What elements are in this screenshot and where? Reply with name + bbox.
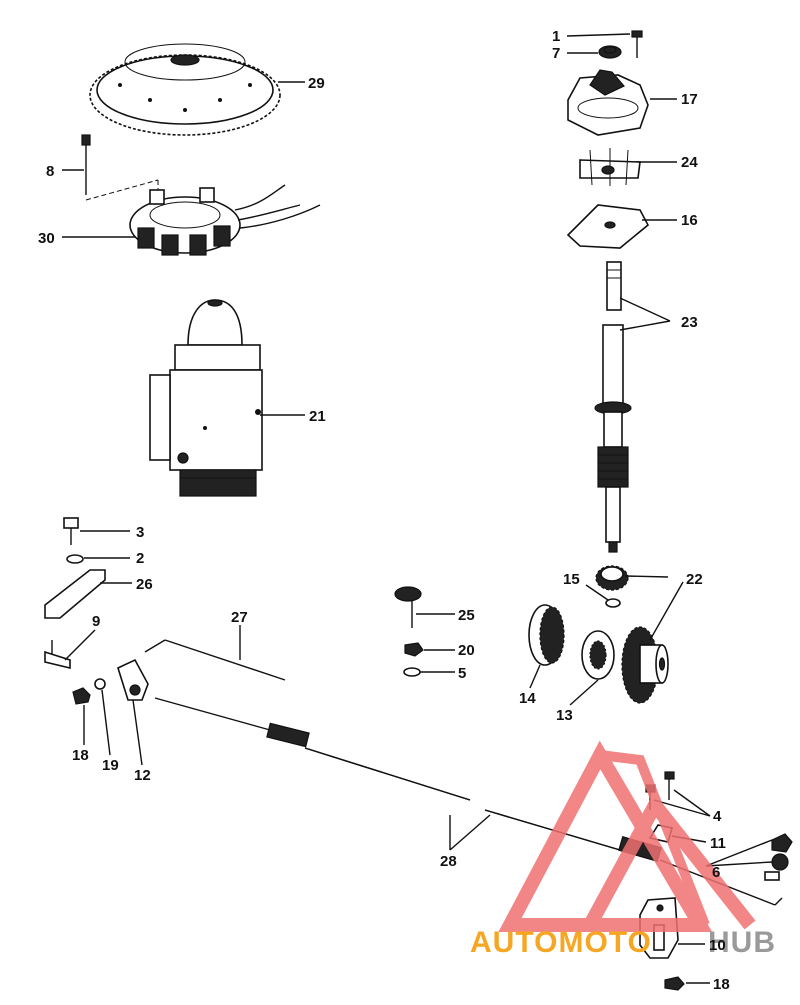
hex-nut-part: [404, 642, 424, 657]
starter-motor-part: [149, 299, 263, 497]
reverse-gear-part: [621, 626, 669, 704]
callout-29: 29: [308, 75, 325, 92]
flat-washer-part: [403, 667, 421, 677]
callout-28: 28: [440, 853, 457, 870]
watermark-brand-right: HUB: [708, 926, 776, 959]
pinion-gear-part: [595, 565, 629, 591]
callout-20: 20: [458, 642, 475, 659]
callout-26: 26: [136, 576, 153, 593]
long-bolt-part: [81, 134, 91, 195]
callout-22: 22: [686, 571, 703, 588]
callout-11: 11: [710, 835, 726, 852]
callout-14: 14: [519, 690, 536, 707]
impeller-part: [579, 148, 641, 186]
seal-ring-part: [598, 45, 622, 59]
callout-labels: 1 7 17 24 16 23 29 8 30 21 3 2 26 9 27 2…: [38, 28, 730, 993]
screw-part: [631, 30, 643, 58]
nut-part: [72, 687, 91, 705]
thumb-screw-part: [394, 586, 422, 628]
bottom-nut-part: [664, 976, 685, 991]
ball-socket-part: [764, 833, 793, 881]
callout-6: 6: [712, 864, 720, 881]
drive-shaft-part: [594, 261, 632, 553]
callout-4: 4: [713, 808, 722, 825]
callout-18: 18: [72, 747, 89, 764]
watermark-logo: [498, 740, 756, 932]
callout-16: 16: [681, 212, 698, 229]
callout-3: 3: [136, 524, 144, 541]
callout-25: 25: [458, 607, 475, 624]
watermark-brand-left: AUTOMOTO: [470, 926, 652, 959]
water-pump-housing-part: [567, 69, 649, 136]
small-washer-part: [94, 678, 106, 690]
callout-8: 8: [46, 163, 54, 180]
callout-12: 12: [134, 767, 151, 784]
callout-9: 9: [92, 613, 100, 630]
ball-joint-part: [44, 640, 71, 670]
bolt-part: [63, 517, 79, 545]
callout-7: 7: [552, 45, 560, 62]
bracket-part: [44, 569, 106, 619]
callout-17: 17: [681, 91, 698, 108]
gear-washer-part: [605, 598, 621, 608]
callout-10: 10: [709, 937, 726, 954]
forward-gear-part: [528, 604, 565, 666]
flywheel-part: [89, 43, 281, 136]
callout-30: 30: [38, 230, 55, 247]
callout-15: 15: [563, 571, 580, 588]
impeller-plate-part: [566, 204, 650, 249]
callout-19: 19: [102, 757, 119, 774]
callout-21: 21: [309, 408, 326, 425]
callout-5: 5: [458, 665, 466, 682]
stator-part: [129, 184, 321, 256]
clutch-dog-part: [581, 630, 615, 680]
washer-part: [66, 554, 84, 564]
callout-24: 24: [681, 154, 698, 171]
callout-1: 1: [552, 28, 560, 45]
callout-2: 2: [136, 550, 144, 567]
link-rod-part: [144, 639, 286, 681]
callout-23: 23: [681, 314, 698, 331]
callout-13: 13: [556, 707, 573, 724]
leader-lines: [62, 33, 773, 984]
callout-27: 27: [231, 609, 248, 626]
callout-18-bottom: 18: [713, 976, 730, 993]
